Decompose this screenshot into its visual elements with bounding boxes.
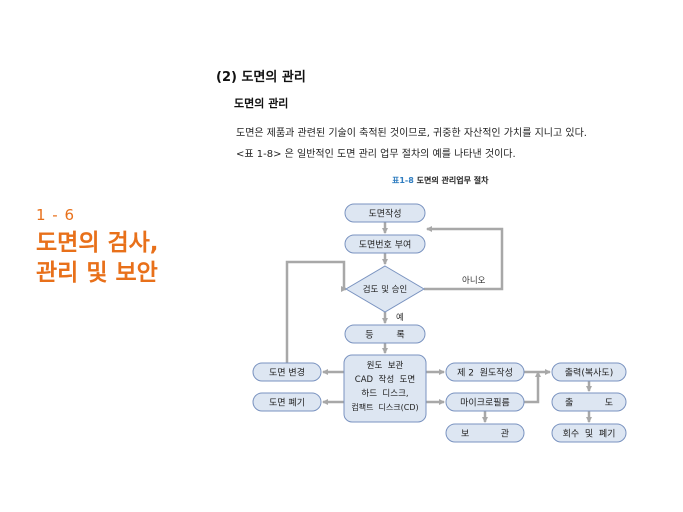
node-keep: 보 관 [445,423,525,443]
section-title-line-2: 관리 및 보안 [36,260,158,286]
node-register: 등 록 [344,324,426,344]
section-number: 1 - 6 [36,206,76,224]
node-discard-left: 도면 폐기 [252,392,322,412]
node-keep-label: 보 관 [461,429,509,440]
node-print-label: 출력(복사도) [565,367,613,379]
node-print: 출력(복사도) [551,362,627,382]
edge-label-no: 아니오 [462,275,486,286]
edge-change-loop-to-review [285,260,347,363]
paragraph-line-1: 도면은 제품과 관련된 기술이 축적된 것이므로, 귀중한 자산적인 가치를 지… [236,128,587,139]
node-second-original: 제 2 원도작성 [445,362,525,382]
node-start: 도면작성 [344,203,426,223]
node-collect: 회수 및 폐기 [551,423,627,443]
node-register-label: 등 록 [365,330,404,341]
node-storage: 원도 보관 CAD 작성 도면 하드 디스크, 컴팩트 디스크(CD) [343,354,427,423]
node-microfilm: 마이크로필름 [445,392,525,412]
node-review-label: 검도 및 승인 [363,284,408,295]
node-dispatch: 출 도 [551,392,627,412]
figure-caption: 표1-8 도면의 관리업무 절차 [392,175,488,186]
content-subheading: 도면의 관리 [234,97,289,110]
node-storage-line-2: CAD 작성 도면 [355,374,415,385]
figure-caption-number: 표1-8 [392,176,414,185]
node-discard-left-label: 도면 폐기 [269,397,305,409]
node-review-decision: 검도 및 승인 [345,265,425,313]
paragraph-line-2: <표 1-8> 은 일반적인 도면 관리 업무 절차의 예를 나타낸 것이다. [236,149,516,160]
node-numbering: 도면번호 부여 [344,234,426,254]
node-storage-line-4: 컴팩트 디스크(CD) [351,402,418,412]
node-microfilm-label: 마이크로필름 [460,397,510,409]
node-storage-line-1: 원도 보관 [367,360,404,371]
node-change: 도면 변경 [252,362,322,382]
node-storage-line-3: 하드 디스크, [361,388,408,399]
node-collect-label: 회수 및 폐기 [563,428,616,440]
node-dispatch-label: 출 도 [565,398,613,409]
edge-microfilm-to-print [524,371,541,404]
figure-caption-text: 도면의 관리업무 절차 [416,176,489,185]
section-title-line-1: 도면의 검사, [36,230,159,256]
edge-label-yes: 예 [396,312,404,323]
content-heading: (2) 도면의 관리 [216,70,306,85]
node-numbering-label: 도면번호 부여 [359,239,412,251]
node-second-original-label: 제 2 원도작성 [457,368,513,379]
edge-review-no-loop [424,226,504,291]
node-change-label: 도면 변경 [269,367,305,379]
node-start-label: 도면작성 [368,209,401,220]
